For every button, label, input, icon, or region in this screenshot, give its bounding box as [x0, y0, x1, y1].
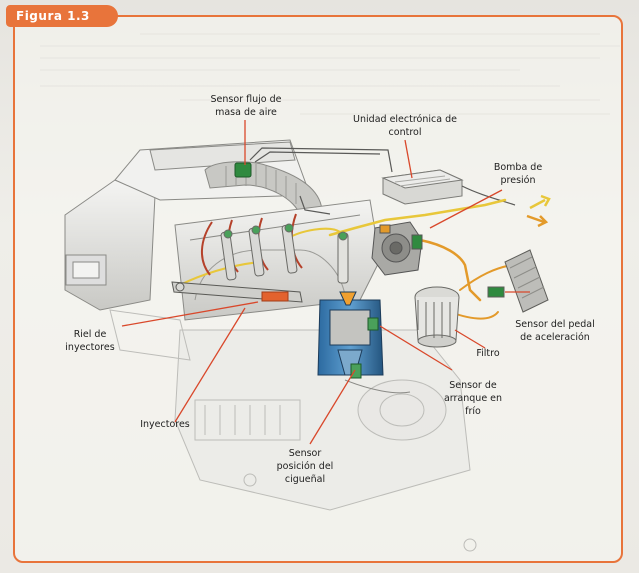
fuel-lines [179, 198, 513, 320]
pressure-pump [371, 221, 423, 276]
label-injector-rail: Riel de inyectores [65, 329, 115, 353]
leader-cold-start [379, 325, 453, 371]
common-rail [171, 281, 303, 303]
cylinder-cutaway [317, 291, 384, 376]
leader-filter [454, 329, 486, 349]
crankshaft-sensor [344, 363, 411, 394]
leader-pump [429, 189, 503, 229]
label-injectors: Inyectores [140, 419, 190, 430]
fuel-arrows [526, 194, 551, 228]
label-pressure-pump: Bomba de presión [493, 162, 543, 186]
leader-crank [309, 369, 356, 445]
fuel-filter [414, 286, 460, 348]
figure-tab: Figura 1.3 [6, 5, 118, 27]
engine-block [109, 309, 477, 552]
injectors [220, 223, 349, 284]
leader-injectors [174, 307, 246, 423]
label-crankshaft-sensor: Sensor posición del cigueñal [276, 448, 334, 485]
label-pedal-sensor: Sensor del pedal de aceleración [515, 319, 595, 343]
wiring-harness [249, 147, 516, 215]
label-cold-start-sensor: Sensor de arranque en frío [443, 380, 503, 417]
accelerator-pedal [487, 249, 549, 313]
air-intake [64, 139, 323, 311]
ecu-unit [381, 169, 464, 205]
label-filter: Filtro [476, 348, 500, 359]
leader-rail [121, 301, 259, 327]
cold-start-sensor [367, 317, 379, 331]
leader-lines [121, 120, 530, 445]
label-air-mass-sensor: Sensor flujo de masa de aire [210, 94, 282, 118]
leader-ecu [404, 139, 413, 179]
label-ecu: Unidad electrónica de control [353, 114, 457, 138]
